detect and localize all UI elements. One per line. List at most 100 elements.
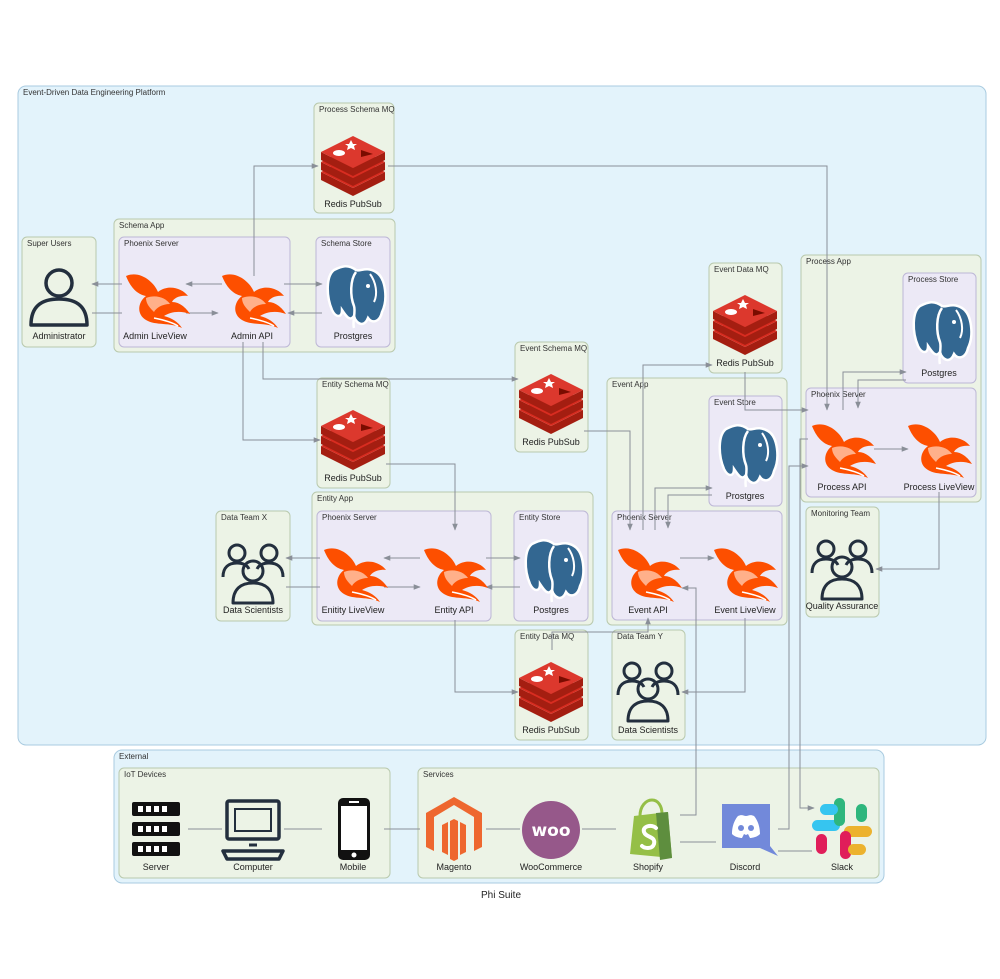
entity-data-redis-node: Redis PubSub (519, 662, 583, 735)
iot-devices-label: IoT Devices (124, 770, 166, 779)
entity-data-mq-label: Entity Data MQ (520, 632, 574, 641)
server-node: Server (132, 802, 180, 872)
slack-label: Slack (831, 862, 854, 872)
process-schema-mq-label: Process Schema MQ (319, 105, 395, 114)
edge-discord-to-process-api (778, 463, 809, 830)
entity-liveview-label: Enitity LiveView (322, 605, 385, 615)
process-postgres-label: Postgres (921, 368, 957, 378)
process-liveview-node: Process LiveView (904, 423, 975, 492)
event-phoenix-label: Phoenix Server (617, 513, 672, 522)
edge-shopify-to-event-api (680, 585, 697, 816)
edge-event-api-to-event-data-mq (642, 362, 713, 530)
super-users-cluster: Super Users (21, 236, 97, 348)
admin-api-node: Admin API (221, 273, 287, 341)
event-schema-redis-label: Redis PubSub (522, 437, 580, 447)
edge-process-api-to-process-postgres (842, 369, 907, 410)
admin-liveview-node: Admin LiveView (123, 273, 191, 341)
server-rack-icon (132, 802, 180, 856)
edge-process-schema-mq-to-process-api (388, 165, 830, 411)
event-app-label: Event App (612, 380, 649, 389)
admin-liveview-label: Admin LiveView (123, 331, 187, 341)
entity-api-label: Entity API (434, 605, 473, 615)
entity-store-label: Entity Store (519, 513, 561, 522)
entity-postgres-node: Postgres (524, 538, 585, 615)
event-postgres-node: Prostgres (718, 423, 779, 501)
process-schema-redis-label: Redis PubSub (324, 199, 382, 209)
event-api-node: Event API (617, 547, 683, 615)
process-liveview-label: Process LiveView (904, 482, 975, 492)
event-data-redis-label: Redis PubSub (716, 358, 774, 368)
process-schema-redis-node: Redis PubSub (321, 136, 385, 209)
process-phoenix-label: Phoenix Server (811, 390, 866, 399)
edge-entity-api-to-entity-data-mq (454, 620, 519, 695)
administrator-node: Administrator (29, 268, 89, 341)
entity-postgres-label: Postgres (533, 605, 569, 615)
services-label: Services (423, 770, 454, 779)
process-app-label: Process App (806, 257, 851, 266)
mobile-label: Mobile (340, 862, 367, 872)
mobile-phone-icon (338, 798, 370, 860)
computer-label: Computer (233, 862, 273, 872)
edge-entity-schema-mq-to-entity-api (386, 463, 458, 531)
administrator-label: Administrator (32, 331, 85, 341)
process-api-label: Process API (817, 482, 866, 492)
woocommerce-node: WooCommerce (520, 801, 582, 872)
entity-schema-mq-label: Entity Schema MQ (322, 380, 389, 389)
edge-entity-data-mq-to-event-api (551, 617, 651, 650)
edge-process-postgres-to-process-api (855, 379, 906, 409)
event-schema-mq-label: Event Schema MQ (520, 344, 587, 353)
entity-api-node: Entity API (423, 547, 489, 615)
edge-event-postgres-to-event-api (665, 494, 712, 529)
data-team-y-label: Data Team Y (617, 632, 664, 641)
process-api-node: Process API (811, 423, 877, 492)
event-liveview-label: Event LiveView (714, 605, 776, 615)
discord-label: Discord (730, 862, 761, 872)
edge-event-liveview-to-team-y (681, 618, 746, 695)
schema-postgres-node: Prostgres (326, 264, 387, 341)
shopify-label: Shopify (633, 862, 664, 872)
server-label: Server (143, 862, 170, 872)
event-postgres-label: Prostgres (726, 491, 765, 501)
data-team-x-label: Data Team X (221, 513, 268, 522)
slack-node: Slack (812, 798, 872, 872)
process-postgres-node: Postgres (912, 300, 973, 378)
schema-phoenix-label: Phoenix Server (124, 239, 179, 248)
entity-liveview-node: Enitity LiveView (322, 547, 389, 615)
process-store-label: Process Store (908, 275, 959, 284)
schema-postgres-label: Prostgres (334, 331, 373, 341)
discord-node: Discord (722, 804, 778, 872)
event-schema-redis-node: Redis PubSub (519, 374, 583, 447)
magento-label: Magento (436, 862, 471, 872)
edge-api-to-event-schema-mq (262, 342, 519, 382)
woocommerce-label: WooCommerce (520, 862, 582, 872)
edge-event-data-mq-to-process-api (744, 372, 809, 413)
entity-schema-redis-node: Redis PubSub (321, 410, 385, 483)
data-scientists-y-label: Data Scientists (618, 725, 679, 735)
edge-event-schema-mq-to-event-api (584, 430, 633, 531)
monitoring-team-label: Monitoring Team (811, 509, 870, 518)
magento-node: Magento (426, 797, 482, 872)
edge-process-api-to-slack (799, 438, 815, 811)
event-liveview-node: Event LiveView (713, 547, 779, 615)
mobile-node: Mobile (338, 798, 370, 872)
external-label: External (119, 752, 149, 761)
quality-assurance-label: Quality Assurance (806, 601, 879, 611)
woocommerce-icon (522, 801, 580, 859)
schema-app-label: Schema App (119, 221, 165, 230)
data-scientists-x-node: Data Scientists (221, 543, 285, 615)
platform-cluster-label: Event-Driven Data Engineering Platform (23, 88, 166, 97)
event-api-label: Event API (628, 605, 668, 615)
computer-node: Computer (221, 799, 285, 872)
data-scientists-y-node: Data Scientists (616, 661, 680, 735)
quality-assurance-node: Quality Assurance (806, 539, 879, 611)
diagram-title: Phi Suite (481, 890, 521, 901)
shopify-node: Shopify (628, 798, 674, 872)
entity-phoenix-label: Phoenix Server (322, 513, 377, 522)
edge-api-to-process-schema-mq (253, 163, 319, 276)
admin-api-label: Admin API (231, 331, 273, 341)
edge-event-api-to-event-postgres (654, 485, 713, 530)
schema-store-label: Schema Store (321, 239, 372, 248)
entity-app-label: Entity App (317, 494, 354, 503)
event-data-mq-label: Event Data MQ (714, 265, 769, 274)
edge-process-liveview-to-qa (875, 492, 940, 572)
